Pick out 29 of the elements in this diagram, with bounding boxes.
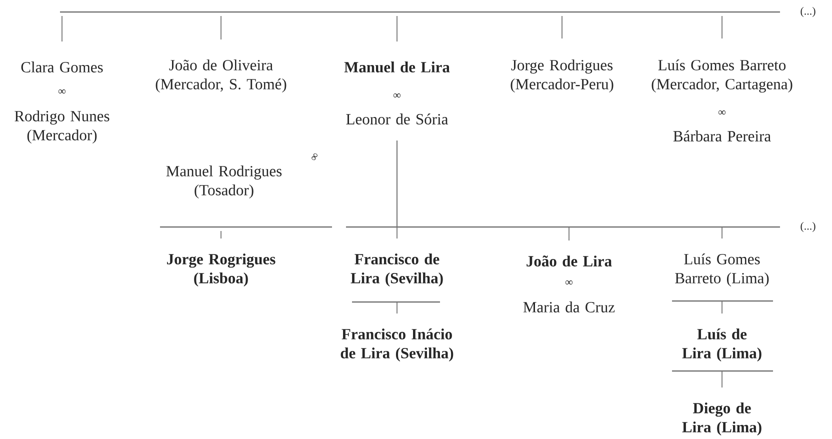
person-name: Francisco Inácio de Lira (Sevilha)	[340, 328, 454, 362]
person-name: João de Lira	[526, 256, 612, 266]
person-name: Leonor de Sória	[346, 114, 448, 124]
person-name: Maria da Cruz	[523, 302, 615, 312]
person-name: Manuel Rodrigues (Tosador)	[166, 165, 282, 199]
person-name: Jorge Rogrigues (Lisboa)	[167, 253, 276, 287]
family-line	[396, 16, 398, 42]
family-line	[220, 230, 222, 239]
marriage-symbol: ∞	[312, 153, 318, 160]
person-name: Clara Gomes	[21, 62, 103, 72]
continuation-mark: (...)	[800, 222, 816, 232]
person-name: João de Oliveira (Mercador, S. Tomé)	[156, 59, 286, 93]
person-name: Luís Gomes Barreto (Lima)	[675, 253, 769, 287]
family-line	[220, 16, 222, 40]
person-name: Rodrigo Nunes (Mercador)	[14, 110, 110, 144]
person-name: Jorge Rodrigues (Mercador-Peru)	[510, 59, 614, 93]
marriage-symbol: ∞	[58, 89, 66, 94]
marriage-symbol: ∞	[566, 280, 572, 285]
family-line	[396, 301, 398, 314]
continuation-mark: (...)	[800, 7, 816, 17]
person-name: Francisco de Lira (Sevilha)	[350, 253, 443, 287]
person-name: Bárbara Pereira	[673, 130, 771, 142]
person-name: Diego de Lira (Lima)	[682, 402, 762, 436]
marriage-symbol: ∞	[394, 93, 400, 98]
person-name: Luís de Lira (Lima)	[682, 328, 762, 362]
person-name: Manuel de Lira	[344, 62, 450, 72]
person-name: Luís Gomes Barreto (Mercador, Cartagena)	[652, 59, 792, 93]
family-line	[396, 140, 722, 239]
marriage-symbol: ∞	[718, 110, 726, 115]
